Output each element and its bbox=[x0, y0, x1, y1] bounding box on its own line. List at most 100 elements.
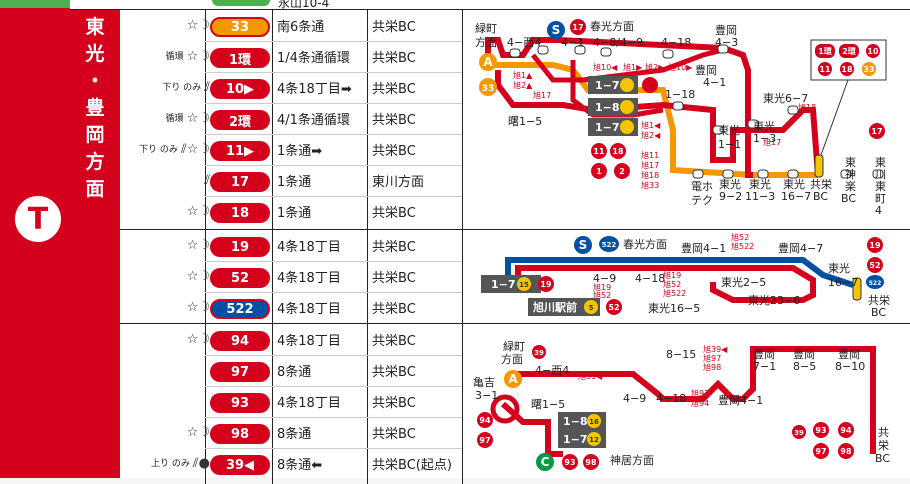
grid-divider bbox=[272, 10, 273, 484]
svg-text:旭33: 旭33 bbox=[641, 180, 659, 190]
map1-vertical-labels: 電ホ テク 東 神 楽 東 川 東 町 4 bbox=[691, 156, 886, 217]
service-day-icon: ☆☽ bbox=[186, 300, 210, 315]
top-header-strip bbox=[70, 0, 910, 10]
route-map-2: S 522 春光方面 豊岡4−1 豊岡4−7 4−9 4−18 東光2−5 東光… bbox=[481, 232, 890, 319]
header-partial-text: 永山10-4 bbox=[278, 0, 330, 10]
route-number-badge: 10▶ bbox=[210, 79, 270, 99]
badge-17-label: 17 bbox=[572, 23, 583, 32]
route-destination: 共栄BC bbox=[372, 365, 416, 380]
service-day-icon: ☆☽ bbox=[186, 111, 210, 126]
row-service-icons: ☆☽ bbox=[130, 10, 210, 41]
svg-text:4−8/4−9: 4−8/4−9 bbox=[593, 36, 643, 49]
svg-text:4−9: 4−9 bbox=[623, 392, 646, 405]
svg-text:12: 12 bbox=[589, 436, 599, 444]
route-line-red-outer bbox=[485, 37, 753, 178]
svg-text:97: 97 bbox=[479, 436, 490, 445]
svg-text:16: 16 bbox=[589, 418, 599, 426]
row-divider bbox=[205, 386, 462, 387]
service-day-icon: ☆☽ bbox=[186, 18, 210, 33]
svg-text:旭2▶: 旭2▶ bbox=[645, 62, 665, 72]
svg-text:4: 4 bbox=[875, 204, 882, 217]
route-via: 4/1条通循環 bbox=[277, 113, 350, 128]
svg-text:東光: 東光 bbox=[719, 177, 741, 191]
map2-labels: 春光方面 豊岡4−1 豊岡4−7 4−9 4−18 東光2−5 東光 16−7 … bbox=[593, 237, 890, 319]
row-service-icons: 上り のみ⫽● bbox=[130, 448, 210, 479]
svg-text:旭1◀: 旭1◀ bbox=[641, 120, 661, 130]
route-line-red bbox=[515, 265, 816, 303]
svg-text:33: 33 bbox=[863, 65, 874, 74]
svg-text:15: 15 bbox=[519, 281, 529, 289]
badge-10 bbox=[642, 77, 658, 93]
route-destination: 共栄BC bbox=[372, 20, 416, 35]
stop-markers bbox=[509, 44, 884, 179]
svg-text:東光: 東光 bbox=[828, 261, 850, 275]
svg-text:4−18: 4−18 bbox=[661, 36, 691, 49]
row-service-icons: ⫽ bbox=[130, 165, 210, 196]
route-destination: 共栄BC bbox=[372, 240, 416, 255]
svg-text:町: 町 bbox=[875, 192, 886, 205]
svg-text:97: 97 bbox=[815, 447, 826, 456]
route-map-3: A C 緑町 方面 亀吉 3−1 4−西4 8−15 豊岡 7−1 豊岡 8−5… bbox=[473, 339, 890, 471]
svg-text:東光: 東光 bbox=[749, 177, 771, 191]
route-destination: 共栄BC bbox=[372, 396, 416, 411]
svg-text:4−18: 4−18 bbox=[656, 392, 686, 405]
direction-title-char: 豊 bbox=[85, 97, 105, 119]
svg-text:16−7: 16−7 bbox=[828, 276, 858, 289]
svg-text:8−10: 8−10 bbox=[835, 360, 865, 373]
row-service-icons: ☆☽ bbox=[130, 292, 210, 323]
svg-text:11: 11 bbox=[819, 65, 831, 74]
service-day-icon: ☆☽ bbox=[186, 425, 210, 440]
svg-text:18: 18 bbox=[612, 147, 624, 156]
svg-text:4−1: 4−1 bbox=[561, 36, 584, 49]
svg-text:東光2−5: 東光2−5 bbox=[721, 275, 766, 289]
svg-text:19: 19 bbox=[869, 241, 881, 250]
row-divider bbox=[205, 41, 462, 42]
map2-white-labels: 1−7 旭川駅前 bbox=[491, 278, 577, 314]
route-via: 南6条通 bbox=[277, 20, 325, 35]
svg-text:神居方面: 神居方面 bbox=[610, 453, 654, 467]
route-number-badge: 17 bbox=[210, 172, 270, 192]
svg-text:豊岡: 豊岡 bbox=[838, 348, 860, 361]
svg-text:1−3: 1−3 bbox=[753, 132, 776, 145]
route-number-badge: 98 bbox=[210, 424, 270, 444]
svg-text:共栄: 共栄 bbox=[810, 177, 832, 191]
svg-text:共: 共 bbox=[878, 426, 889, 439]
service-day-icon: ⫽ bbox=[204, 80, 210, 95]
direction-title: 東 光 ・ 豊 岡 方 面 bbox=[70, 14, 120, 203]
service-day-icon: ☆☽ bbox=[186, 269, 210, 284]
terminal-yellow-marker bbox=[852, 277, 862, 301]
row-divider bbox=[205, 165, 462, 166]
route-line-blue bbox=[505, 257, 854, 288]
service-day-icon: ☆☽ bbox=[186, 204, 210, 219]
svg-text:522: 522 bbox=[869, 280, 882, 287]
service-day-icon: ⫽☆☽ bbox=[180, 142, 210, 157]
row-divider bbox=[205, 292, 462, 293]
route-number-badge: 522 bbox=[210, 299, 270, 319]
bottom-header-strip bbox=[0, 478, 910, 484]
svg-text:旭11: 旭11 bbox=[641, 150, 659, 160]
route-map-1: A 33 S 17 緑町 方面 4−西4 4−1 4−8/4−9 4−18 豊岡… bbox=[475, 19, 887, 217]
row-service-icons: ☆☽ bbox=[130, 230, 210, 261]
svg-text:旭1▶: 旭1▶ bbox=[623, 62, 643, 72]
row-note: 下り のみ bbox=[139, 144, 178, 155]
route-via: 8条通⬅ bbox=[277, 458, 323, 473]
stop-a-icon bbox=[479, 53, 497, 71]
service-day-icon: ⫽● bbox=[192, 456, 210, 471]
svg-text:春光方面: 春光方面 bbox=[623, 237, 667, 251]
row-service-icons bbox=[130, 386, 210, 417]
svg-text:川: 川 bbox=[875, 168, 886, 181]
svg-text:旭19: 旭19 bbox=[663, 270, 681, 280]
svg-text:2: 2 bbox=[619, 167, 625, 176]
grid-divider bbox=[205, 10, 206, 484]
badge-17b bbox=[620, 100, 634, 114]
line-badge-t: T bbox=[15, 196, 61, 242]
svg-text:旭10◀: 旭10◀ bbox=[593, 62, 618, 72]
stop-s-icon bbox=[547, 21, 565, 39]
map1-white-labels: 1−7 1−8 1−7 bbox=[595, 79, 620, 134]
route-via: 4条18丁目 bbox=[277, 334, 341, 349]
svg-text:98: 98 bbox=[840, 447, 852, 456]
svg-text:旭18: 旭18 bbox=[798, 102, 816, 112]
svg-text:93: 93 bbox=[815, 426, 826, 435]
svg-text:曙1−5: 曙1−5 bbox=[508, 115, 542, 128]
route-via: 1条通➡ bbox=[277, 144, 323, 159]
